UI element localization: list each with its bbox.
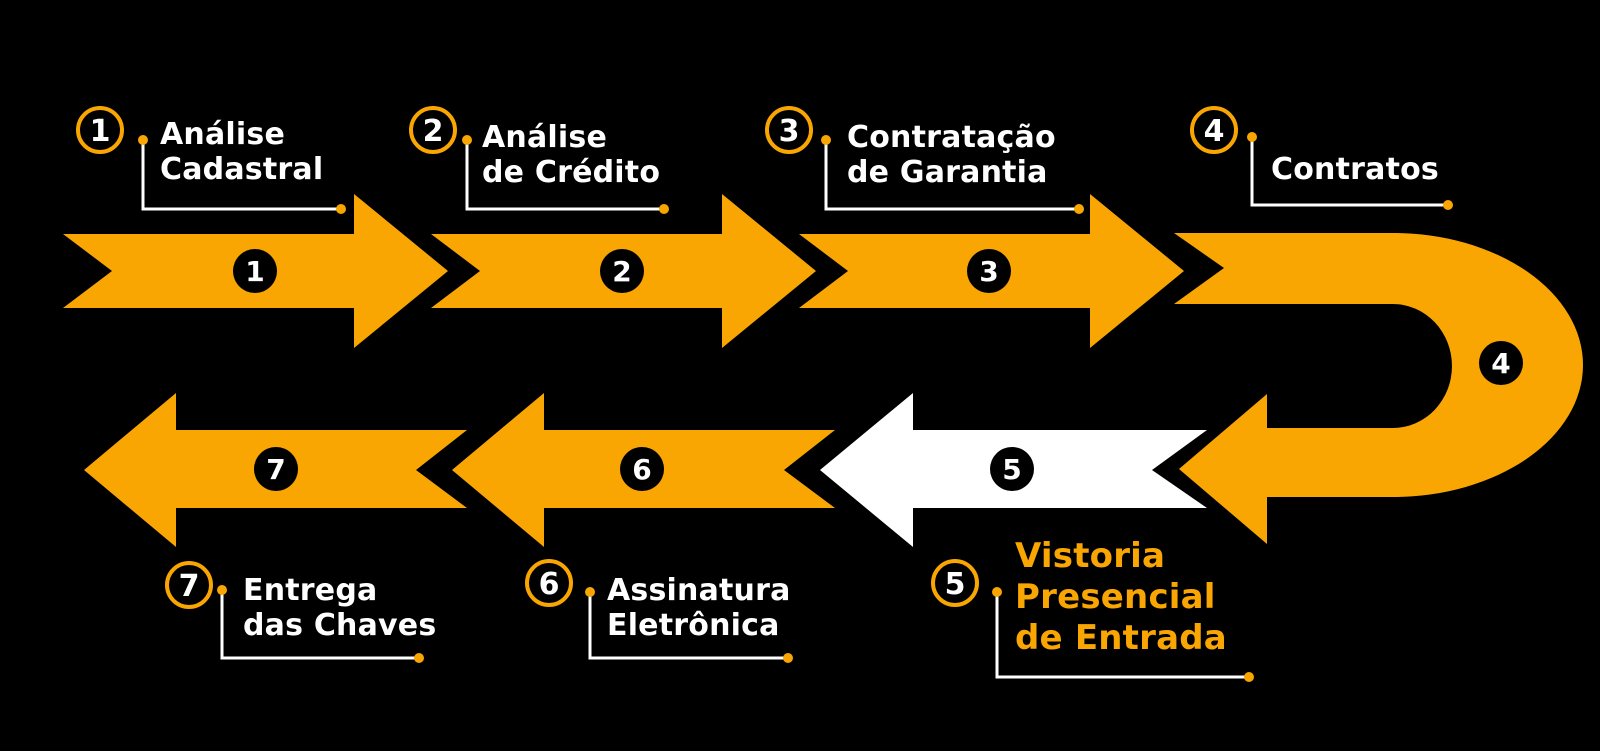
step-2-connector-dot-end <box>659 204 669 214</box>
step-2-arrow-number: 2 <box>612 255 631 288</box>
step-3-label-line-2: de Garantia <box>847 154 1048 190</box>
step-5-label-line-1: Vistoria <box>1015 536 1166 576</box>
step-7-connector-line <box>220 590 419 660</box>
step-4-label-line-1: Contratos <box>1271 152 1439 187</box>
step-1-label: Análise Cadastral <box>160 117 324 188</box>
step-3-arrow-badge: 3 <box>967 249 1011 293</box>
step-6-label-line-2: Eletrônica <box>607 607 780 643</box>
step-4-arrow-badge: 4 <box>1479 341 1523 385</box>
step-1-connector-line <box>141 140 341 211</box>
step-4-arrow <box>1174 233 1583 544</box>
step-4-connector-dot-end <box>1443 200 1453 210</box>
step-5-arrow-number: 5 <box>1002 453 1021 486</box>
step-3-connector-dot-start <box>821 135 831 145</box>
step-1-label-line-2: Cadastral <box>160 151 324 187</box>
step-3-connector-line <box>824 140 1079 211</box>
step-6-arrow-number: 6 <box>632 453 651 486</box>
step-5-label-line-3: de Entrada <box>1015 617 1227 658</box>
step-6-arrow-badge: 6 <box>620 447 664 491</box>
step-4-label: Contratos <box>1271 152 1439 188</box>
step-1-connector-dot-start <box>138 135 148 145</box>
step-1-callout: 1 <box>76 106 346 214</box>
step-7-connector-dot-end <box>414 653 424 663</box>
step-7-callout-number: 7 <box>179 569 200 604</box>
step-6-connector-dot-start <box>585 587 595 597</box>
step-2-label: Análise de Crédito <box>482 120 661 191</box>
step-5-label-line-2: Presencial <box>1015 576 1216 617</box>
step-7-arrow-number: 7 <box>266 453 285 486</box>
step-5-connector-dot-end <box>1244 672 1254 682</box>
step-2-connector-line <box>465 140 664 211</box>
step-6-callout-number: 6 <box>539 567 560 602</box>
step-5-callout-number: 5 <box>945 567 966 602</box>
step-7-connector-dot-start <box>217 585 227 595</box>
step-1-connector-dot-end <box>336 204 346 214</box>
step-5-callout: 5 <box>931 559 1254 682</box>
step-1-callout-number: 1 <box>90 114 111 149</box>
step-7-label-line-2: das Chaves <box>243 607 437 643</box>
step-5-connector-dot-start <box>992 587 1002 597</box>
step-5-label: Vistoria Presencial de Entrada <box>1015 536 1227 658</box>
step-1-arrow-badge: 1 <box>233 249 277 293</box>
step-3-arrow-number: 3 <box>979 255 998 288</box>
step-6-callout: 6 <box>525 559 793 663</box>
step-2-label-line-2: de Crédito <box>482 154 661 190</box>
step-3-callout: 3 <box>765 106 1084 214</box>
step-4-callout: 4 <box>1190 106 1453 210</box>
step-1-arrow-number: 1 <box>245 255 264 288</box>
step-2-arrow-badge: 2 <box>600 249 644 293</box>
step-6-label: Assinatura Eletrônica <box>607 573 791 644</box>
step-6-connector-line <box>588 592 788 660</box>
step-7-callout: 7 <box>165 561 424 663</box>
step-3-label: Contratação de Garantia <box>847 120 1056 191</box>
step-7-label: Entrega das Chaves <box>243 573 437 644</box>
step-2-callout-number: 2 <box>423 114 444 149</box>
step-6-connector-dot-end <box>783 653 793 663</box>
step-4-connector-dot-start <box>1247 132 1257 142</box>
step-3-connector-dot-end <box>1074 204 1084 214</box>
step-4-connector-line <box>1250 137 1448 207</box>
step-2-connector-dot-start <box>462 135 472 145</box>
step-2-callout: 2 <box>409 106 669 214</box>
step-4-arrow-number: 4 <box>1491 347 1510 380</box>
step-1-label-line-1: Análise <box>160 117 285 152</box>
step-2-label-line-1: Análise <box>482 120 607 155</box>
step-5-connector-line <box>995 592 1249 679</box>
step-3-callout-number: 3 <box>779 114 800 149</box>
step-4-callout-number: 4 <box>1204 114 1225 149</box>
step-7-arrow-badge: 7 <box>254 447 298 491</box>
step-6-label-line-1: Assinatura <box>607 573 791 608</box>
step-7-label-line-1: Entrega <box>243 573 378 608</box>
step-3-label-line-1: Contratação <box>847 120 1056 155</box>
step-5-arrow-badge: 5 <box>990 447 1034 491</box>
